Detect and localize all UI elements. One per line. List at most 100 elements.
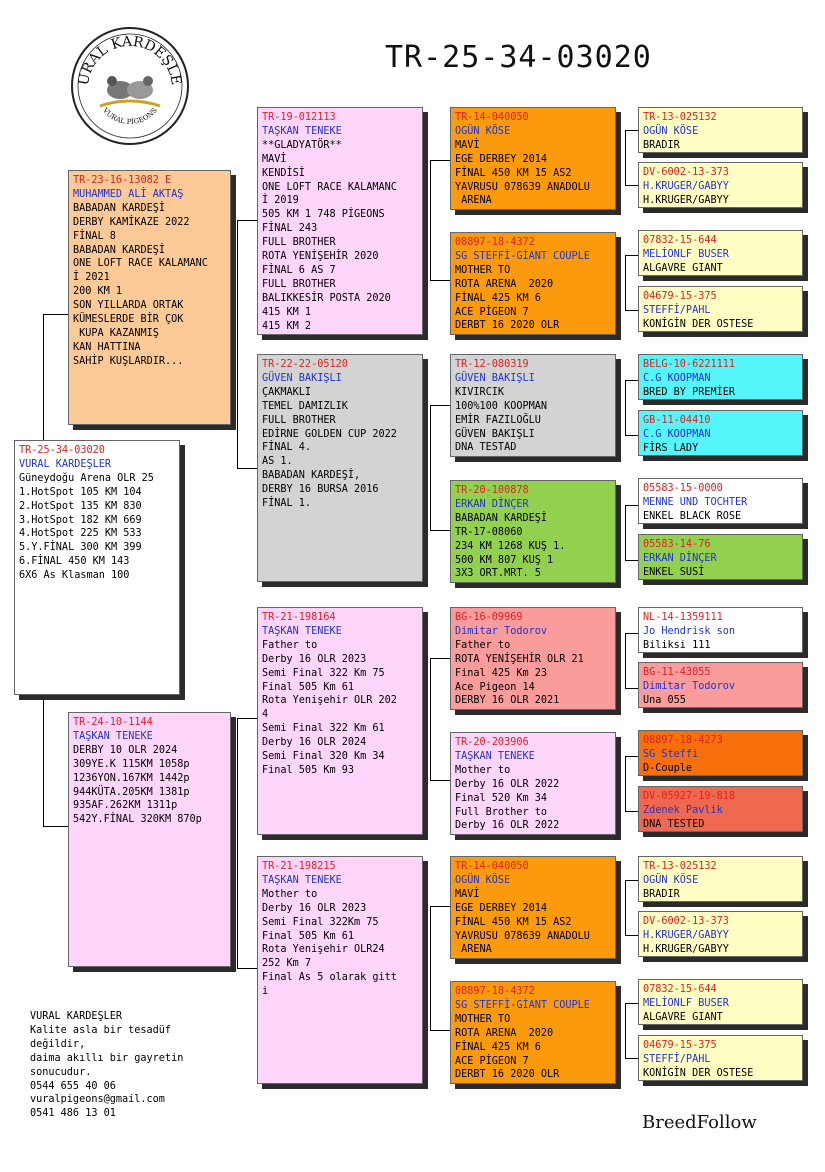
connector-line — [430, 530, 450, 531]
bird-note-line: 3X3 ORT.MRT. 5 — [455, 568, 541, 580]
bird-note-line: Biliksi 111 — [643, 639, 711, 651]
owner-name: ERKAN DİNÇER — [643, 552, 717, 564]
connector-line — [237, 468, 257, 469]
ring-number: TR-21-198215 — [262, 861, 336, 872]
bird-note-line: ARENA — [455, 195, 492, 207]
bird-note-line: 415 KM 2 — [262, 320, 312, 332]
bird-note-line: İ 2021 — [73, 272, 110, 284]
sire-card[interactable]: TR-23-16-13082 E MUHAMMED ALİ AKTAŞ BABADA… — [68, 170, 231, 425]
bird-note-line: Father to — [262, 639, 318, 651]
bird-note-line: Final 505 Km 61 — [262, 930, 355, 942]
connector-line — [430, 1030, 450, 1031]
ring-number: TR-23-16-13082 E — [73, 175, 172, 186]
footer-line: 0541 486 13 01 — [30, 1108, 116, 1120]
bird-note-line: 1236YON.167KM 1442p — [73, 772, 190, 784]
ring-number: BG-11-43055 — [643, 667, 711, 678]
bird-note-line: GÜVEN BAKIŞLI — [455, 428, 535, 440]
connector-line — [237, 968, 257, 969]
ring-number: BELG-10-6221111 — [643, 359, 736, 370]
bird-note-line: ROTA ARENA 2020 — [455, 278, 554, 290]
connector-line — [625, 130, 626, 185]
connector-line — [625, 505, 626, 560]
ring-number: GB-11-04410 — [643, 415, 711, 426]
connector-line — [430, 780, 450, 781]
bird-note-line: TEMEL DAMIZLIK — [262, 400, 348, 412]
bird-note-line: 1.HotSpot 105 KM 104 — [19, 486, 142, 498]
owner-name: MELİONLF BUSER — [643, 248, 729, 260]
bird-note-line: ALGAVRE GIANT — [643, 262, 723, 274]
owner-name: C.G KOOPMAN — [643, 428, 711, 440]
ring-number: TR-20-100878 — [455, 485, 529, 496]
bird-note-line: FİNAL 425 KM 6 — [455, 1041, 541, 1053]
bird-note-line: BABADAN KARDEŞİ, — [262, 470, 361, 482]
connector-line — [625, 1058, 638, 1059]
pedigree-title: TR-25-34-03020 — [385, 40, 652, 75]
bird-note-line: FİNAL 425 KM 6 — [455, 292, 541, 304]
pigeon-pair-icon — [99, 76, 161, 108]
connector-line — [625, 633, 626, 688]
ring-number: TR-14-040050 — [455, 112, 529, 123]
bird-note-line: 500 KM 807 KUŞ 1 — [455, 554, 554, 566]
bird-note-line: BABADAN KARDEŞİ — [455, 512, 548, 524]
bird-note-line: 415 KM 1 — [262, 306, 312, 318]
connector-line — [625, 380, 626, 435]
owner-name: VURAL KARDEŞLER — [19, 458, 112, 470]
bird-note-line: BABADAN KARDEŞİ — [73, 202, 166, 214]
bird-note-line: Full Brother to — [455, 806, 548, 818]
ring-number: BG-16-09969 — [455, 612, 523, 623]
connector-line — [430, 405, 431, 530]
ring-number: DV-6002-13-373 — [643, 167, 729, 178]
bird-note-line: BRED BY PREMİER — [643, 386, 736, 398]
bird-note-line: KUPA KAZANMIŞ — [73, 327, 159, 339]
bird-note-line: ONE LOFT RACE KALAMANC — [73, 258, 208, 270]
bird-note-line: TR-17-08060 — [455, 526, 523, 538]
owner-name: MUHAMMED ALİ AKTAŞ — [73, 188, 184, 200]
bird-note-line: DERBY 16 BURSA 2016 — [262, 484, 379, 496]
ring-number: 05583-14-76 — [643, 539, 711, 550]
connector-line — [625, 688, 638, 689]
owner-name: TAŞKAN TENEKE — [455, 750, 535, 762]
bird-note-line: ROTA ARENA 2020 — [455, 1027, 554, 1039]
bird-note-line: 944KÜTA.205KM 1381p — [73, 786, 190, 798]
owner-name: STEFFİ/PAHL — [643, 304, 711, 316]
bird-note-line: Final 425 Km 23 — [455, 667, 548, 679]
bird-note-line: 2.HotSpot 135 KM 830 — [19, 500, 142, 512]
owner-name: Dimitar Todorov — [455, 625, 548, 637]
owner-name: SG STEFFİ-GİANT COUPLE — [455, 999, 590, 1011]
bird-note-line: ACE PİGEON 7 — [455, 1055, 529, 1067]
bird-note-line: Final As 5 olarak gitt — [262, 972, 397, 984]
owner-name: OGÜN KÖSE — [643, 125, 699, 137]
bird-note-line: 6X6 As Klasman 100 — [19, 570, 130, 582]
